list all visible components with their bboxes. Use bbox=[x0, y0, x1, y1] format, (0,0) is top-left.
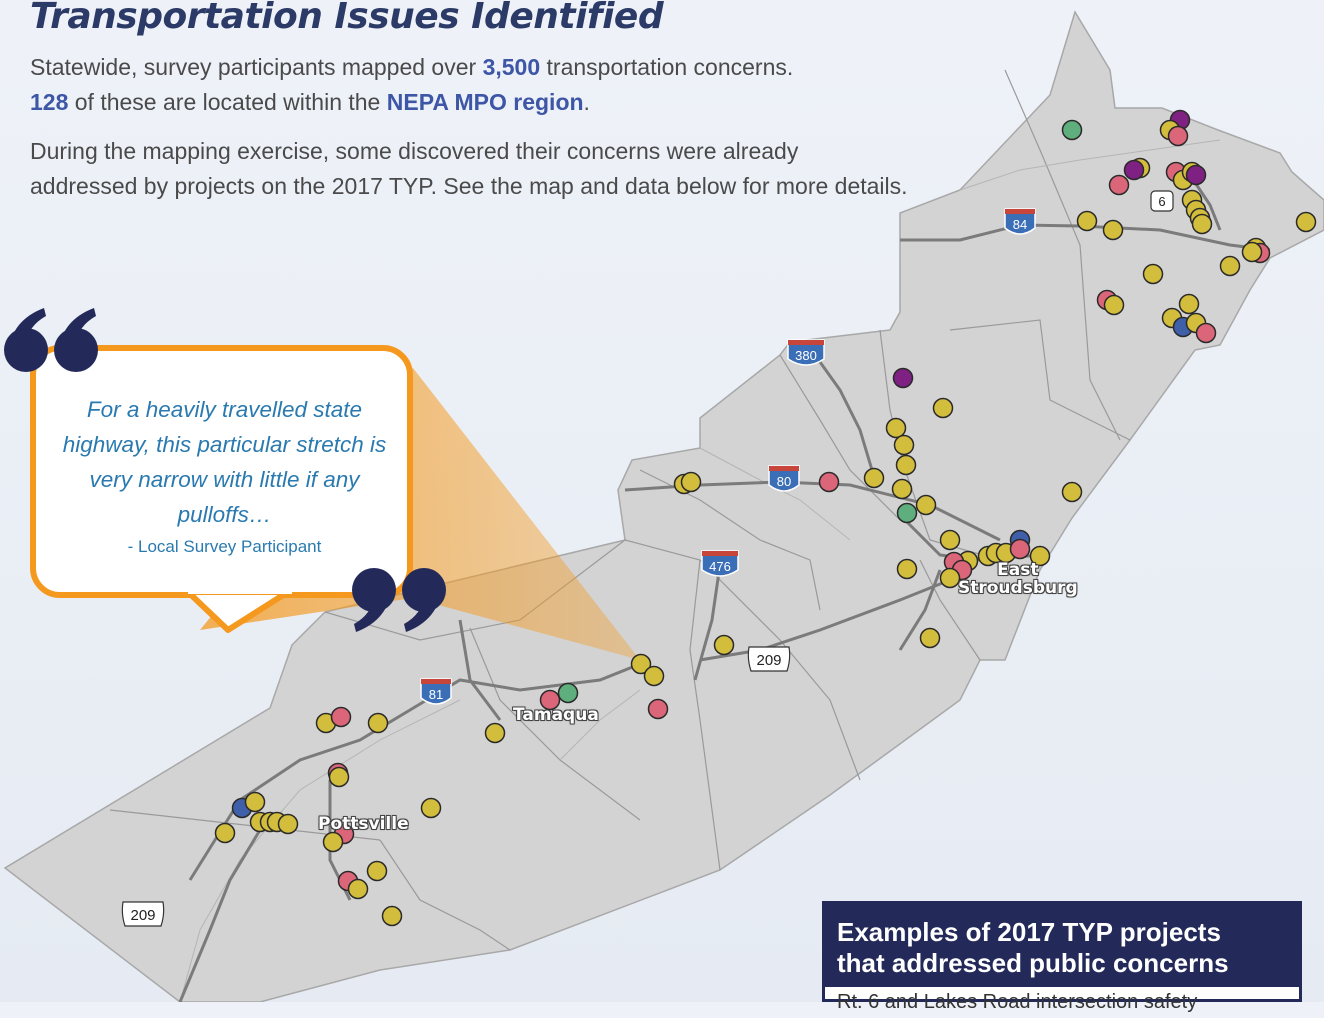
concern-marker bbox=[863, 467, 885, 489]
interstate-80-shield: 80 bbox=[768, 465, 800, 492]
open-quote-icon bbox=[4, 308, 98, 372]
examples-body: Rt. 6 and Lakes Road intersection safety bbox=[837, 991, 1198, 1013]
quote-pointer bbox=[188, 592, 292, 633]
concern-marker bbox=[366, 860, 388, 882]
concern-marker bbox=[643, 665, 665, 687]
concern-marker bbox=[1102, 219, 1124, 241]
city-label-east-stroudsburg-line2: Stroudsburg bbox=[958, 578, 1078, 598]
interstate-380-shield: 380 bbox=[787, 339, 825, 366]
concern-marker bbox=[1103, 294, 1125, 316]
interstate-81-number: 81 bbox=[429, 687, 443, 702]
statewide-count: 3,500 bbox=[482, 54, 541, 80]
intro-paragraph-2-text: During the mapping exercise, some discov… bbox=[30, 138, 908, 199]
concern-marker bbox=[277, 813, 299, 835]
concern-marker bbox=[539, 689, 561, 711]
concern-marker bbox=[892, 367, 914, 389]
concern-marker bbox=[818, 471, 840, 493]
concern-marker bbox=[896, 558, 918, 580]
route-6-number: 6 bbox=[1158, 194, 1165, 209]
concern-marker bbox=[1061, 481, 1083, 503]
concern-marker bbox=[1009, 538, 1031, 560]
intro-line-1: Statewide, survey participants mapped ov… bbox=[30, 50, 1030, 120]
quote-attribution: - Local Survey Participant bbox=[127, 537, 322, 556]
examples-heading-line1: Examples of 2017 TYP projects bbox=[837, 917, 1221, 947]
concern-marker bbox=[1241, 241, 1263, 263]
concern-marker bbox=[484, 722, 506, 744]
concern-marker bbox=[322, 831, 344, 853]
concern-marker bbox=[1219, 255, 1241, 277]
city-label-pottsville: Pottsville bbox=[318, 814, 409, 834]
close-quote-icon bbox=[352, 568, 446, 632]
concern-marker bbox=[1123, 159, 1145, 181]
concern-marker bbox=[680, 471, 702, 493]
interstate-81-shield: 81 bbox=[420, 678, 452, 705]
concern-marker bbox=[647, 698, 669, 720]
interstate-476-number: 476 bbox=[709, 559, 731, 574]
concern-marker bbox=[1195, 322, 1217, 344]
concern-marker bbox=[1167, 125, 1189, 147]
concern-marker bbox=[919, 627, 941, 649]
concern-marker bbox=[328, 766, 350, 788]
concern-marker bbox=[915, 494, 937, 516]
interstate-476-shield: 476 bbox=[701, 550, 739, 577]
quote-text: For a heavily travelled state highway, t… bbox=[62, 397, 387, 527]
interstate-84-number: 84 bbox=[1013, 217, 1027, 232]
concern-marker bbox=[939, 567, 961, 589]
intro-text: Statewide, survey participants mapped ov… bbox=[30, 50, 1030, 218]
concern-markers bbox=[214, 109, 1317, 927]
intro-line-2-start: of these are located within the bbox=[68, 89, 387, 115]
city-label-east-stroudsburg-line1: East bbox=[997, 560, 1039, 580]
concern-marker bbox=[885, 417, 907, 439]
examples-heading: Examples of 2017 TYP projects that addre… bbox=[825, 904, 1299, 987]
us-209-shield-west: 209 bbox=[121, 901, 165, 927]
route-6-shield: 6 bbox=[1150, 190, 1174, 212]
interstate-380-number: 380 bbox=[795, 348, 817, 363]
examples-panel: Examples of 2017 TYP projects that addre… bbox=[822, 901, 1302, 1013]
interstate-shields: 84 380 80 476 81 bbox=[420, 208, 1036, 705]
concern-marker bbox=[244, 791, 266, 813]
intro-line-2-end: . bbox=[583, 89, 590, 115]
us-209-number-east: 209 bbox=[756, 652, 781, 669]
region-count: 128 bbox=[30, 89, 69, 115]
interstate-84-shield: 84 bbox=[1004, 208, 1036, 235]
intro-line-1-end: transportation concerns. bbox=[540, 54, 794, 80]
us-209-number-west: 209 bbox=[130, 907, 155, 924]
route-shields: 209 209 6 bbox=[121, 190, 1174, 927]
concern-marker bbox=[1108, 174, 1130, 196]
concern-marker bbox=[347, 878, 369, 900]
concern-marker bbox=[1076, 210, 1098, 232]
concern-marker bbox=[214, 822, 236, 844]
concern-marker bbox=[1295, 211, 1317, 233]
interstate-80-number: 80 bbox=[777, 474, 791, 489]
intro-line-1-start: Statewide, survey participants mapped ov… bbox=[30, 54, 483, 80]
concern-marker bbox=[895, 454, 917, 476]
examples-heading-line2: that addressed public concerns bbox=[837, 948, 1229, 978]
page-title: Transportation Issues Identified bbox=[30, 0, 664, 37]
concern-marker bbox=[713, 634, 735, 656]
concern-marker bbox=[330, 706, 352, 728]
quote-callout bbox=[30, 345, 413, 598]
city-label-tamaqua: Tamaqua bbox=[513, 705, 599, 725]
concern-marker bbox=[932, 397, 954, 419]
concern-marker bbox=[381, 905, 403, 927]
concern-marker bbox=[939, 529, 961, 551]
concern-marker bbox=[896, 502, 918, 524]
intro-paragraph-2: During the mapping exercise, some discov… bbox=[30, 134, 910, 204]
concern-marker bbox=[630, 653, 652, 675]
us-209-shield-east: 209 bbox=[747, 646, 791, 672]
concern-marker bbox=[557, 682, 579, 704]
concern-marker bbox=[1061, 119, 1083, 141]
concern-marker bbox=[1029, 545, 1051, 567]
city-label-east-stroudsburg: East Stroudsburg bbox=[958, 561, 1078, 597]
concern-marker bbox=[1191, 213, 1213, 235]
concern-marker bbox=[420, 797, 442, 819]
concern-marker bbox=[1185, 164, 1207, 186]
concern-marker bbox=[367, 712, 389, 734]
concern-marker bbox=[893, 434, 915, 456]
concern-marker bbox=[1178, 293, 1200, 315]
concern-marker bbox=[891, 478, 913, 500]
region-name: NEPA MPO region bbox=[386, 89, 584, 115]
concern-marker bbox=[1142, 263, 1164, 285]
